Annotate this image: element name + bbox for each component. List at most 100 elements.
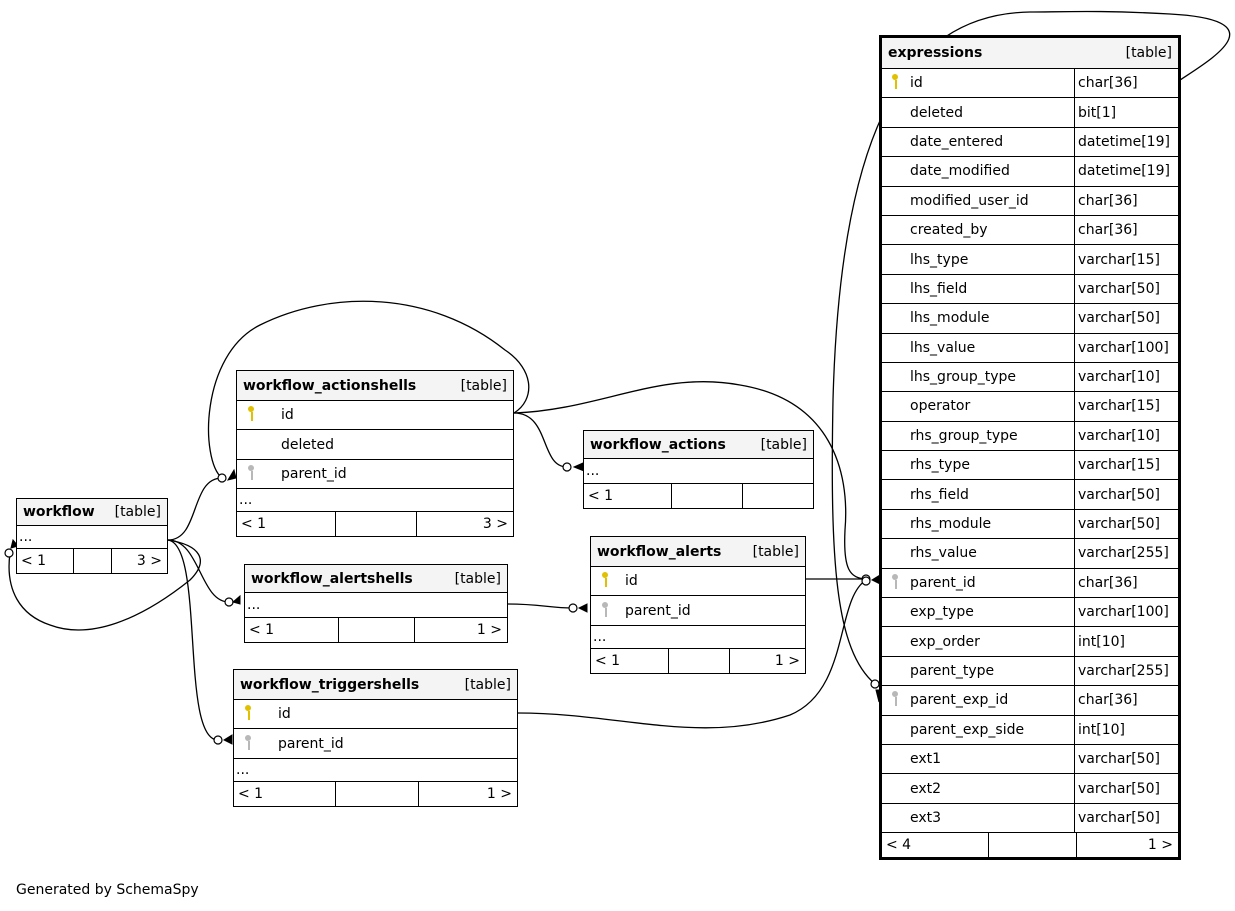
- footer-children: 3 >: [482, 516, 508, 533]
- table-workflow-alertshells[interactable]: workflow_alertshells [table] ... < 1 1 >: [244, 564, 508, 643]
- table-footer: < 1: [584, 484, 813, 508]
- more-columns: ...: [234, 759, 517, 782]
- column-type: varchar[50]: [1078, 280, 1160, 297]
- table-workflow-actions[interactable]: workflow_actions [table] ... < 1: [583, 430, 814, 509]
- more-columns: ...: [245, 593, 507, 618]
- column-name: id: [278, 706, 291, 723]
- more-columns: ...: [17, 526, 167, 549]
- more-columns: ...: [584, 459, 813, 484]
- column-type: varchar[50]: [1078, 516, 1160, 533]
- table-name: workflow_actionshells: [243, 377, 417, 394]
- footer-children: 1 >: [476, 622, 502, 638]
- column-type: bit[1]: [1078, 104, 1117, 121]
- column-row: ext2 varchar[50]: [882, 774, 1178, 804]
- column-type: int[10]: [1078, 633, 1125, 650]
- column-name: exp_order: [910, 633, 980, 650]
- column-name: parent_exp_side: [910, 721, 1025, 738]
- column-type: varchar[15]: [1078, 457, 1160, 474]
- footer-middle: [336, 781, 419, 806]
- footer-middle: [989, 833, 1077, 858]
- footer-parents: < 1: [591, 648, 669, 673]
- column-name: exp_type: [910, 604, 974, 621]
- column-type: char[36]: [1078, 192, 1138, 209]
- table-workflow-triggershells[interactable]: workflow_triggershells [table] id parent…: [233, 669, 518, 807]
- column-row: parent_id: [591, 596, 805, 626]
- column-type: int[10]: [1078, 721, 1125, 738]
- column-type: varchar[50]: [1078, 486, 1160, 503]
- edge-actionshells-actions: [513, 412, 568, 468]
- table-kind: [table]: [1125, 45, 1172, 61]
- column-type: char[36]: [1078, 574, 1138, 591]
- column-name: ext2: [910, 780, 942, 797]
- table-name: workflow: [23, 504, 95, 520]
- column-name: deleted: [281, 436, 334, 453]
- generated-by-footer: Generated by SchemaSpy: [16, 882, 199, 898]
- edge-workflow-alertshells: [167, 539, 230, 603]
- table-workflow[interactable]: workflow [table] ... < 1 3 >: [16, 498, 168, 574]
- column-type: varchar[50]: [1078, 780, 1160, 797]
- edge-alertshells-alerts: [507, 603, 574, 609]
- column-name: modified_user_id: [910, 192, 1029, 209]
- column-type: varchar[100]: [1078, 604, 1169, 621]
- table-workflow-actionshells[interactable]: workflow_actionshells [table] id deleted…: [236, 370, 514, 538]
- column-name: parent_id: [625, 602, 691, 619]
- footer-parents: < 1: [245, 618, 339, 642]
- footer-children: 1 >: [1147, 837, 1173, 854]
- footer-middle: [339, 618, 415, 642]
- column-row: deleted bit[1]: [882, 98, 1178, 128]
- footer-children: 1 >: [486, 785, 512, 802]
- column-name: parent_id: [278, 735, 344, 752]
- edge-workflow-actionshells: [167, 477, 223, 541]
- column-row: id: [234, 700, 517, 730]
- column-name: date_entered: [910, 133, 1004, 150]
- column-name: id: [281, 407, 294, 424]
- foreign-key-icon: [891, 691, 901, 709]
- column-row: id char[36]: [882, 69, 1178, 99]
- column-name: date_modified: [910, 163, 1010, 180]
- footer-parents: < 4: [882, 833, 989, 858]
- column-row: parent_id: [237, 460, 513, 490]
- column-row: id: [591, 567, 805, 597]
- table-header: workflow [table]: [17, 499, 167, 526]
- table-footer: < 1 3 >: [17, 549, 167, 573]
- footer-middle: [669, 648, 730, 673]
- column-name: deleted: [910, 104, 963, 121]
- footer-parents: < 1: [17, 549, 74, 573]
- column-name: id: [910, 75, 923, 92]
- column-name: lhs_type: [910, 251, 969, 268]
- table-workflow-alerts[interactable]: workflow_alerts [table] id parent_id ...…: [590, 536, 806, 674]
- column-row: deleted: [237, 430, 513, 460]
- table-footer: < 1 1 >: [591, 648, 805, 673]
- column-row: parent_id: [234, 729, 517, 759]
- footer-middle: [336, 512, 417, 537]
- column-type: varchar[100]: [1078, 339, 1169, 356]
- column-name: rhs_field: [910, 486, 969, 503]
- footer-parents: < 1: [237, 512, 336, 537]
- table-footer: < 1 3 >: [237, 512, 513, 537]
- column-type: datetime[19]: [1078, 133, 1170, 150]
- column-name: parent_id: [281, 465, 347, 482]
- footer-middle: [74, 549, 112, 573]
- table-expressions[interactable]: expressions [table] id char[36] deleted bit…: [879, 35, 1181, 861]
- column-type: varchar[255]: [1078, 663, 1169, 679]
- column-type: char[36]: [1078, 75, 1138, 92]
- more-columns: ...: [591, 626, 805, 649]
- column-name: rhs_group_type: [910, 427, 1018, 444]
- table-kind: [table]: [752, 543, 799, 560]
- column-name: rhs_value: [910, 545, 977, 562]
- column-name: created_by: [910, 222, 988, 239]
- column-name: lhs_group_type: [910, 369, 1016, 386]
- table-kind: [table]: [454, 570, 501, 587]
- primary-key-icon: [247, 406, 257, 424]
- column-name: ext1: [910, 751, 942, 768]
- table-name: expressions: [888, 45, 983, 61]
- table-header: workflow_actionshells [table]: [237, 371, 513, 401]
- column-type: varchar[50]: [1078, 809, 1160, 826]
